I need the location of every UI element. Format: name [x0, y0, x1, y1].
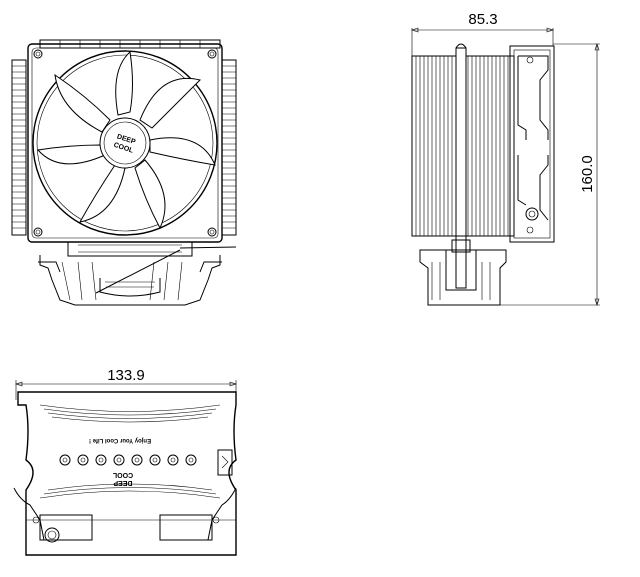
front-left-fin-stack: [11, 59, 27, 236]
top-mounting-clips: [13, 487, 237, 543]
top-body-outline: [17, 391, 237, 556]
fan-hub: [99, 117, 151, 169]
front-fan-screw-holes: [33, 49, 217, 237]
side-depth-value: 85.3: [468, 11, 497, 28]
top-logo-line-2: COOL: [112, 471, 133, 478]
side-view: 85.3 160.0: [411, 11, 600, 306]
side-height-value: 160.0: [579, 155, 596, 193]
side-height-dimension: 160.0: [498, 43, 600, 306]
top-width-value: 133.9: [107, 367, 145, 384]
top-view: 133.9 Enjoy Your Cool Life ! DEEP COOL: [13, 367, 237, 556]
side-depth-dimension: 85.3: [411, 11, 554, 60]
top-logo-line-1: DEEP: [113, 479, 132, 486]
front-view: DEEP COOL: [11, 39, 237, 306]
front-fan-frame: [27, 43, 223, 243]
top-brand-logo: DEEP COOL: [112, 471, 133, 486]
side-fan-module: [509, 45, 555, 243]
top-side-clip: [217, 449, 233, 476]
front-fan-shroud: [32, 50, 218, 236]
top-slogan: Enjoy Your Cool Life !: [89, 437, 151, 443]
side-heatpipe: [455, 47, 467, 289]
side-mounting-bracket: [412, 235, 507, 306]
top-heatpipe-ends: [59, 454, 197, 466]
front-right-fin-stack: [221, 59, 237, 236]
top-width-dimension: 133.9: [15, 367, 237, 400]
front-mounting-assembly: [38, 241, 237, 306]
fan-blades: [37, 51, 216, 230]
